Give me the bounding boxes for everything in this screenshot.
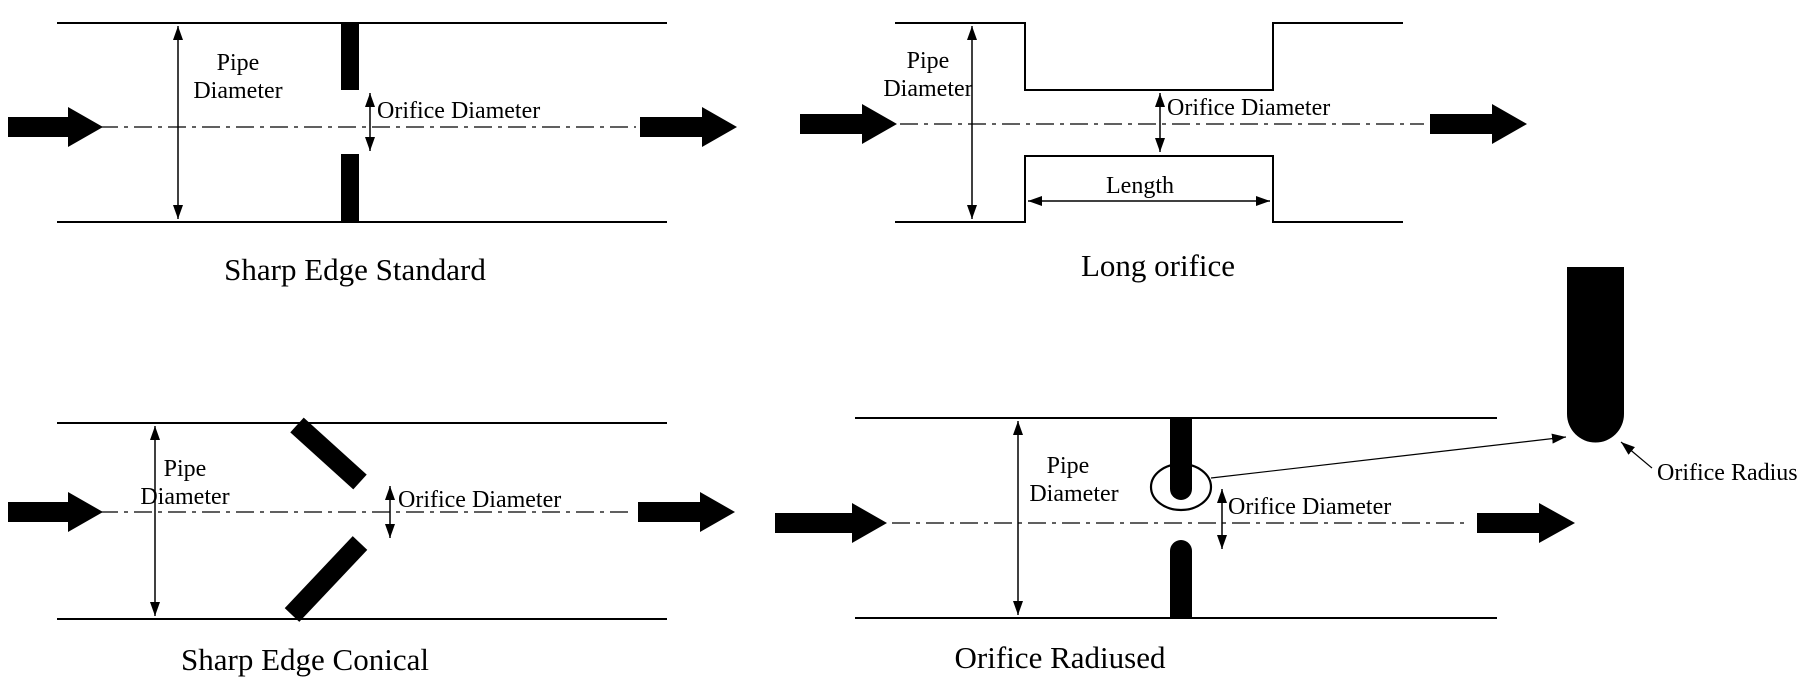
detail-leader-line [1210, 433, 1567, 479]
radiused-edge-detail-bar [1567, 267, 1624, 443]
diagram-title: Long orifice [1081, 248, 1235, 283]
conical-orifice-bar-top [290, 417, 367, 490]
orifice-diameter-label: Orifice Diameter [1228, 494, 1391, 520]
diagram-orifice-radiused: Pipe Diameter Orifice Diameter Orifice R… [775, 267, 1798, 675]
diagram-sharp-edge-conical: Pipe Diameter Orifice Diameter Sharp Edg… [8, 417, 735, 677]
flow-outlet-arrow-icon [1430, 104, 1527, 144]
flow-outlet-arrow-icon [1477, 503, 1575, 543]
flow-inlet-arrow-icon [775, 503, 887, 543]
pipe-diameter-label-line1: Pipe [907, 48, 950, 74]
diagram-sharp-edge-standard: Pipe Diameter Orifice Diameter Sharp Edg… [8, 22, 737, 287]
pipe-diameter-label-line2: Diameter [140, 484, 229, 510]
radiused-tip-callout-ellipse [1149, 462, 1213, 512]
radiused-orifice-plate-bottom [1170, 540, 1192, 618]
orifice-radius-leader-line [1620, 441, 1653, 469]
flow-outlet-arrow-icon [640, 107, 737, 147]
pipe-diameter-label-line1: Pipe [1047, 453, 1090, 479]
radiused-orifice-plate-top [1170, 418, 1192, 500]
pipe-diameter-label-line2: Diameter [193, 78, 282, 104]
diagram-title: Orifice Radiused [955, 640, 1166, 675]
pipe-diameter-label-line1: Pipe [217, 50, 260, 76]
pipe-diameter-label-line2: Diameter [1029, 481, 1118, 507]
flow-outlet-arrow-icon [638, 492, 735, 532]
orifice-diameter-label: Orifice Diameter [377, 98, 540, 124]
pipe-diameter-label-line2: Diameter [883, 76, 972, 102]
orifice-plate-bottom [341, 154, 359, 222]
flow-inlet-arrow-icon [8, 492, 103, 532]
orifice-diameter-label: Orifice Diameter [1167, 95, 1330, 121]
length-label: Length [1106, 173, 1174, 199]
flow-inlet-arrow-icon [8, 107, 103, 147]
diagram-long-orifice: Pipe Diameter Orifice Diameter Length Lo… [800, 22, 1527, 283]
flow-inlet-arrow-icon [800, 104, 897, 144]
diagram-title: Sharp Edge Conical [181, 642, 429, 677]
orifice-radius-label: Orifice Radius [1657, 460, 1798, 486]
pipe-wall-top [895, 22, 1403, 91]
pipe-wall-bottom [895, 155, 1403, 223]
diagram-title: Sharp Edge Standard [224, 252, 486, 287]
orifice-diameter-label: Orifice Diameter [398, 487, 561, 513]
orifice-plate-top [341, 23, 359, 90]
conical-orifice-bar-bottom [284, 536, 368, 622]
pipe-diameter-label-line1: Pipe [164, 456, 207, 482]
